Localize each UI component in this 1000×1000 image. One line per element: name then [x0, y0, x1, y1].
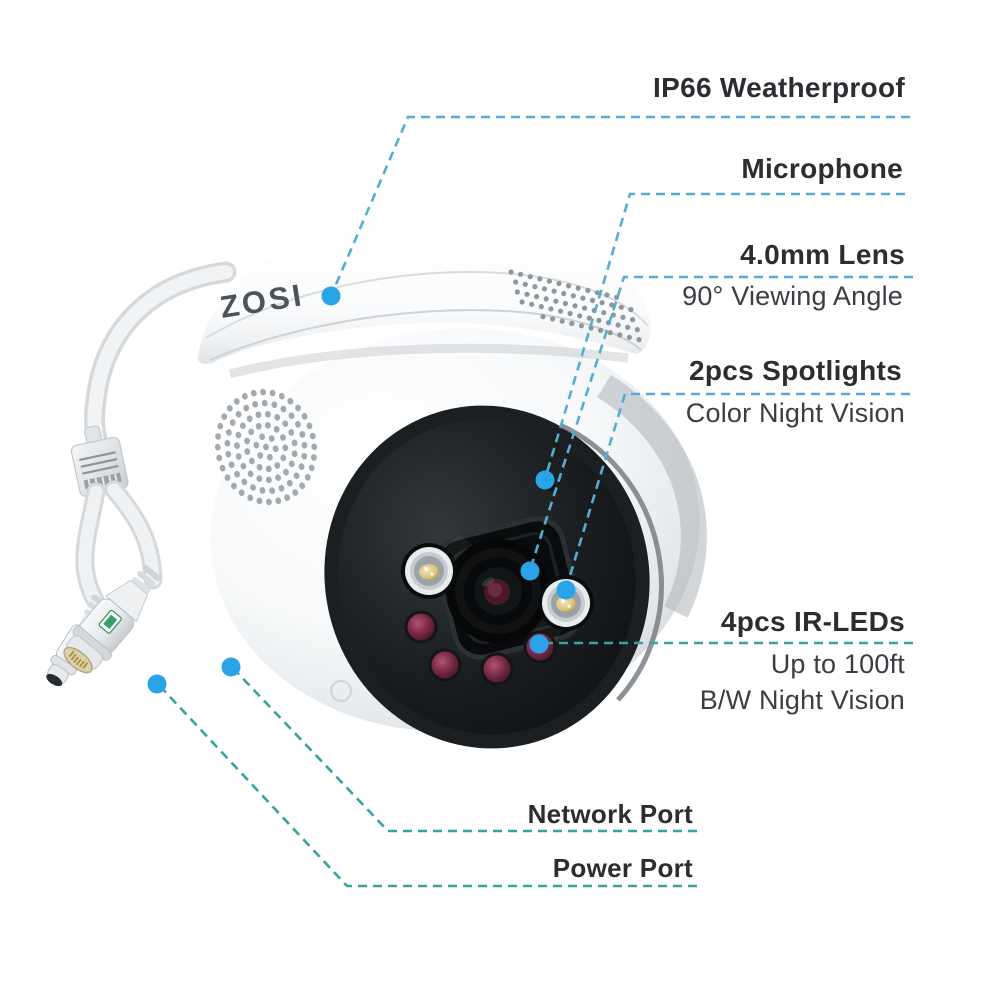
- callout-dot-microphone: [535, 470, 555, 490]
- network-cable: [104, 480, 163, 590]
- callout-line-network-port: [230, 665, 697, 833]
- power-cable: [75, 482, 106, 610]
- callout-dot-network-port: [221, 657, 241, 677]
- speaker-grille: [214, 388, 318, 506]
- callout-dot-power-port: [147, 674, 167, 694]
- callout-line-power-port: [156, 682, 697, 888]
- callout-line-spotlights: [564, 392, 910, 590]
- callout-dot-weatherproof: [321, 286, 341, 306]
- callout-dot-lens: [520, 561, 540, 581]
- callout-line-lens: [528, 275, 913, 571]
- spotlight-left: [401, 543, 457, 599]
- network-connector: [63, 564, 161, 674]
- camera-lens: [446, 539, 550, 643]
- connector-label: [98, 609, 122, 634]
- callout-dot-spotlights: [556, 580, 576, 600]
- callout-dot-ir-leds: [529, 634, 549, 654]
- callout-dots: [147, 286, 576, 694]
- callout-lines: [156, 115, 913, 888]
- callout-line-microphone: [543, 192, 905, 480]
- camera-face: [324, 405, 664, 749]
- vent-holes: [508, 269, 642, 343]
- callout-line-weatherproof: [329, 115, 910, 297]
